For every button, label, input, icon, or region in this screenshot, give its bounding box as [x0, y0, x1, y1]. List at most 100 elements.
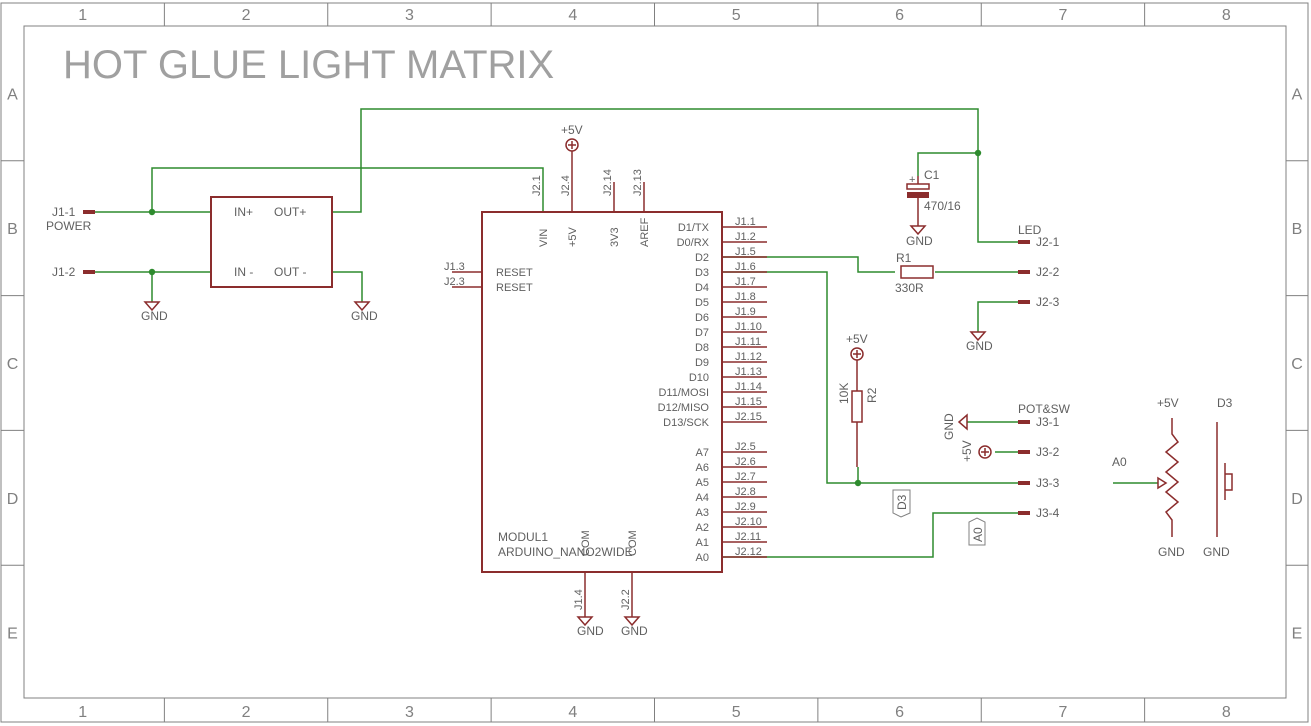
- frame-row-label: A: [1292, 86, 1303, 103]
- frame-row-label: C: [1291, 356, 1303, 373]
- connector-pad: [1018, 420, 1030, 424]
- svg-text:D3: D3: [895, 494, 909, 510]
- arduino-pin-name: A0: [696, 552, 709, 564]
- resistor-name: R1: [896, 251, 912, 265]
- connector-name: POT&SW: [1018, 402, 1071, 416]
- gnd-symbol: GND: [621, 572, 648, 638]
- arduino-pin-name: VIN: [538, 229, 550, 247]
- arduino-pin-number: J2.7: [735, 471, 756, 483]
- connector-pin-label: J1-2: [52, 265, 76, 279]
- arduino-pin-name: A2: [696, 522, 709, 534]
- frame-column-label: 4: [568, 7, 577, 24]
- power-connector: J1-1 POWER J1-2: [46, 205, 95, 279]
- frame-row-label: E: [1292, 626, 1303, 643]
- arduino-pin-number: J2.4: [560, 175, 572, 196]
- arduino-pin-number: J1.6: [735, 261, 756, 273]
- gnd-label: GND: [942, 413, 956, 440]
- connector-pad: [1018, 240, 1030, 244]
- arduino-pin-number: J1.5: [735, 246, 756, 258]
- frame-row-label: D: [1291, 491, 1303, 508]
- arduino-pin-number: J2.3: [444, 276, 465, 288]
- connector-pin-label: J3-2: [1036, 445, 1060, 459]
- resistor-name: R2: [865, 387, 879, 403]
- connector-pad: [1018, 300, 1030, 304]
- frame-column-label: 2: [242, 7, 251, 24]
- arduino-pin-number: J2.12: [735, 546, 762, 558]
- pot-wiper-label: A0: [1112, 455, 1127, 469]
- plus5v-symbols: +5V +5V +5V: [561, 123, 992, 462]
- frame-row-label: B: [7, 221, 18, 238]
- gnd-symbol: GND: [141, 301, 168, 323]
- frame-column-label: 8: [1222, 7, 1231, 24]
- arduino-pin-name: D6: [695, 312, 709, 324]
- arduino-pin-name: D12/MISO: [658, 402, 710, 414]
- frame-row-label: A: [7, 86, 18, 103]
- frame-row-label: D: [7, 491, 19, 508]
- frame-column-label: 3: [405, 7, 414, 24]
- arduino-pin-name: D9: [695, 357, 709, 369]
- resistor-r1: R1 330R: [895, 251, 934, 295]
- arduino-pin-number: J2.11: [735, 531, 761, 543]
- frame-column-label: 6: [895, 704, 904, 721]
- switch-symbol: D3 GND: [1203, 396, 1233, 559]
- arduino-pin-name: D5: [695, 297, 709, 309]
- gnd-symbol: GND: [576, 572, 604, 638]
- arduino-pin-name: A6: [696, 462, 709, 474]
- connector-pad: [1018, 270, 1030, 274]
- arduino-pin-number: J2.13: [632, 169, 644, 196]
- module-name: MODUL1: [498, 530, 548, 544]
- arduino-pin-name: D13/SCK: [663, 417, 710, 429]
- arduino-pin-number: J1.11: [735, 336, 761, 348]
- junctions: [148, 149, 982, 487]
- connector-name: POWER: [46, 219, 92, 233]
- arduino-pin-name: D0/RX: [677, 237, 710, 249]
- arduino-pin-name: D10: [689, 372, 709, 384]
- net-flag-a0: A0: [968, 517, 986, 546]
- led-connector: LED J2-1J2-2J2-3: [1018, 223, 1060, 309]
- arduino-pin-name: D11/MOSI: [658, 387, 709, 399]
- frame-column-label: 4: [568, 704, 577, 721]
- arduino-pin-name: D2: [695, 252, 709, 264]
- gnd-symbol: GND: [906, 225, 933, 248]
- plus5v-symbol: +5V: [960, 440, 992, 462]
- gnd-label: GND: [577, 624, 604, 638]
- arduino-pin-number: J1.14: [735, 381, 762, 393]
- potentiometer-symbol: +5V A0 GND: [1112, 396, 1185, 559]
- gnd-symbol: GND: [351, 301, 378, 323]
- arduino-pin-number: J2.1: [531, 175, 543, 196]
- arduino-pin-name: 3V3: [609, 227, 621, 247]
- plus5v-label: +5V: [561, 123, 583, 137]
- frame-column-label: 5: [732, 7, 741, 24]
- arduino-pin-number: J1.1: [735, 216, 756, 228]
- arduino-pin-number: J2.10: [735, 516, 762, 528]
- capacitor-plus: +: [909, 174, 915, 186]
- arduino-pin-number: J1.12: [735, 351, 762, 363]
- pin-label: OUT+: [274, 205, 306, 219]
- arduino-pin-name: RESET: [496, 267, 533, 279]
- arduino-pin-number: J1.13: [735, 366, 762, 378]
- gnd-label: GND: [621, 624, 648, 638]
- frame-row-label: B: [1292, 221, 1303, 238]
- frame-row-label: C: [7, 356, 19, 373]
- pin-label: OUT -: [274, 265, 306, 279]
- arduino-pin-name: COM: [627, 530, 639, 556]
- arduino-pin-name: A3: [696, 507, 709, 519]
- pin-label: IN -: [234, 265, 253, 279]
- gnd-label: GND: [141, 309, 168, 323]
- pot-top-label: +5V: [1157, 396, 1179, 410]
- arduino-pin-number: J1.2: [735, 231, 756, 243]
- plus5v-symbol: +5V: [561, 123, 583, 212]
- arduino-pin-number: J1.15: [735, 396, 762, 408]
- frame-row-label: E: [7, 626, 18, 643]
- resistor-value: 10K: [837, 383, 851, 404]
- pot-connector: POT&SW J3-1J3-2J3-3J3-4: [1018, 402, 1071, 520]
- connector-pin-label: J2-1: [1036, 235, 1060, 249]
- plus5v-label: +5V: [846, 332, 868, 346]
- frame-column-label: 7: [1058, 7, 1067, 24]
- arduino-pin-number: J2.8: [735, 486, 756, 498]
- frame-column-label: 7: [1058, 704, 1067, 721]
- capacitor-name: C1: [924, 168, 940, 182]
- connector-pin-label: J3-3: [1036, 476, 1060, 490]
- gnd-symbol: GND: [966, 331, 993, 353]
